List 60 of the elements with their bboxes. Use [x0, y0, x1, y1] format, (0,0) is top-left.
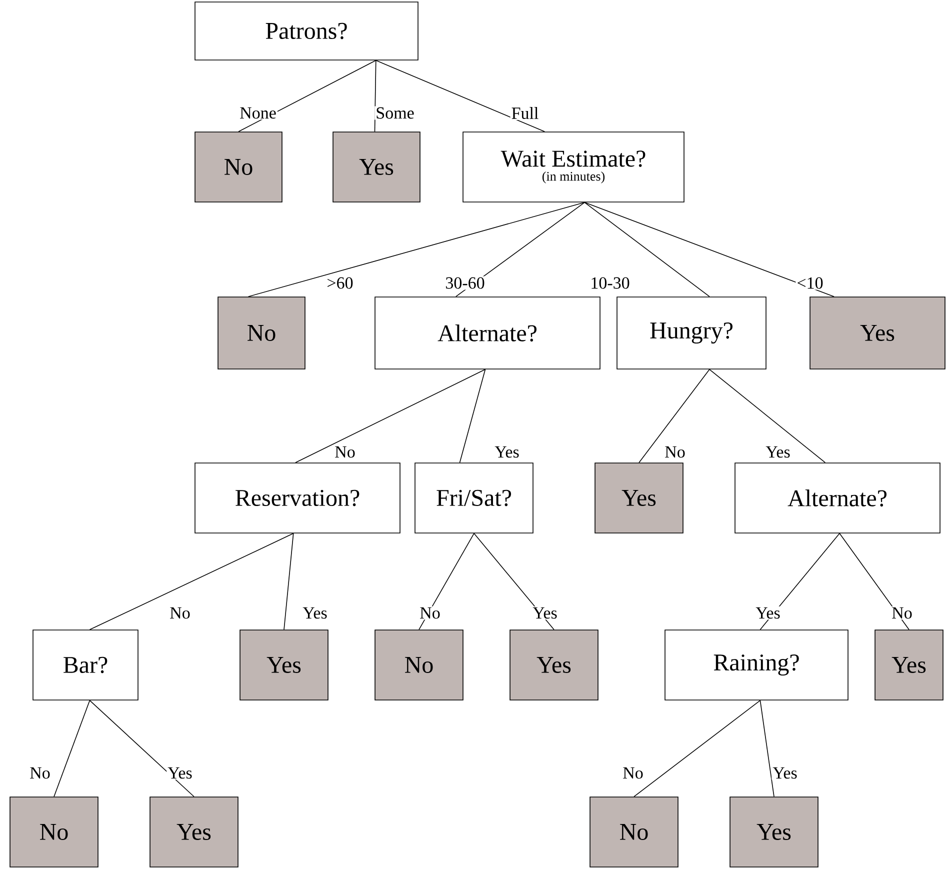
branch-line: [248, 202, 585, 297]
edge-label: No: [334, 445, 356, 459]
edge-label: Yes: [754, 606, 782, 620]
decision-box: Reservation?: [194, 462, 400, 534]
edge-label: No: [622, 766, 644, 780]
decision-box: Bar?: [32, 630, 138, 700]
branch-line: [760, 700, 774, 797]
leaf-box: Yes: [874, 630, 944, 700]
edge-label: Yes: [302, 606, 328, 620]
edge-label: 10-30: [589, 276, 631, 290]
decision-box: Alternate?: [374, 296, 600, 370]
edge-label: Full: [510, 106, 540, 120]
edge-label: >60: [326, 276, 354, 290]
leaf-box: Yes: [810, 296, 946, 370]
edge-label: None: [238, 106, 278, 120]
branch-line: [295, 369, 486, 463]
branch-line: [418, 533, 474, 630]
decision-box: Raining?: [664, 630, 848, 700]
branch-line: [89, 533, 294, 630]
decision-box: Alternate?: [734, 462, 940, 534]
edge-label: <10: [796, 276, 824, 290]
branch-line: [634, 700, 761, 797]
edge-label: 30-60: [444, 276, 486, 290]
branch-line: [709, 369, 826, 463]
branch-line: [839, 533, 910, 630]
leaf-box: Yes: [240, 630, 328, 700]
leaf-box: No: [374, 630, 464, 700]
leaf-box: No: [590, 796, 678, 868]
leaf-box: No: [194, 132, 282, 202]
branch-line: [89, 700, 194, 797]
decision-box: Wait Estimate? (in minutes): [462, 132, 684, 202]
branch-line: [459, 369, 486, 463]
edge-label: Yes: [764, 445, 792, 459]
decision-box: Patrons?: [194, 2, 418, 60]
edge-label: No: [168, 606, 192, 620]
leaf-box: No: [10, 796, 98, 868]
edge-label: No: [28, 766, 52, 780]
edge-label: No: [890, 606, 914, 620]
leaf-box: Yes: [730, 796, 818, 868]
edge-label: No: [418, 606, 442, 620]
branch-line: [584, 202, 834, 297]
leaf-box: Yes: [332, 132, 420, 202]
edge-label: Yes: [772, 766, 798, 780]
decision-box: Hungry?: [616, 296, 766, 370]
leaf-box: No: [218, 296, 306, 370]
edge-label: No: [664, 445, 686, 459]
edge-label: Some: [374, 106, 416, 120]
branch-line: [638, 369, 710, 463]
edge-label: Yes: [532, 606, 558, 620]
branch-line: [238, 60, 376, 132]
decision-box: Fri/Sat?: [414, 462, 534, 534]
leaf-box: Yes: [510, 630, 598, 700]
edge-label: Yes: [166, 766, 194, 780]
leaf-box: Yes: [594, 462, 684, 534]
branch-line: [54, 700, 90, 797]
branch-line: [284, 533, 294, 630]
branch-line: [375, 60, 546, 132]
edge-label: Yes: [494, 445, 520, 459]
branch-line: [584, 202, 710, 297]
leaf-box: Yes: [150, 796, 238, 868]
